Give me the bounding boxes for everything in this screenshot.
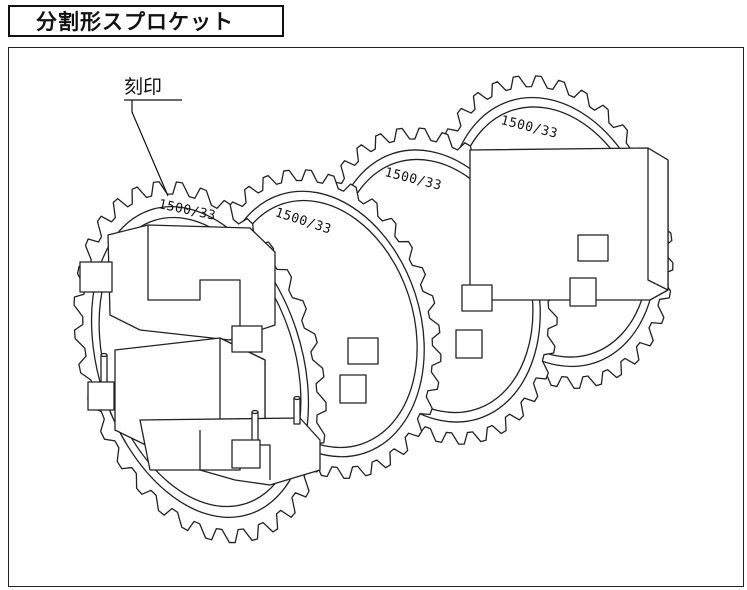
hub-block-lower (139, 417, 321, 486)
tab-clips (79, 234, 609, 469)
bolt-pins (100, 352, 301, 447)
page-title: 分割形スプロケット (36, 10, 234, 34)
hub-block-rear (469, 147, 669, 301)
title-box: 分割形スプロケット (8, 5, 284, 37)
callout-leader (131, 100, 169, 197)
hub-block-upper (107, 224, 276, 341)
callout-label: 刻印 (124, 76, 163, 98)
